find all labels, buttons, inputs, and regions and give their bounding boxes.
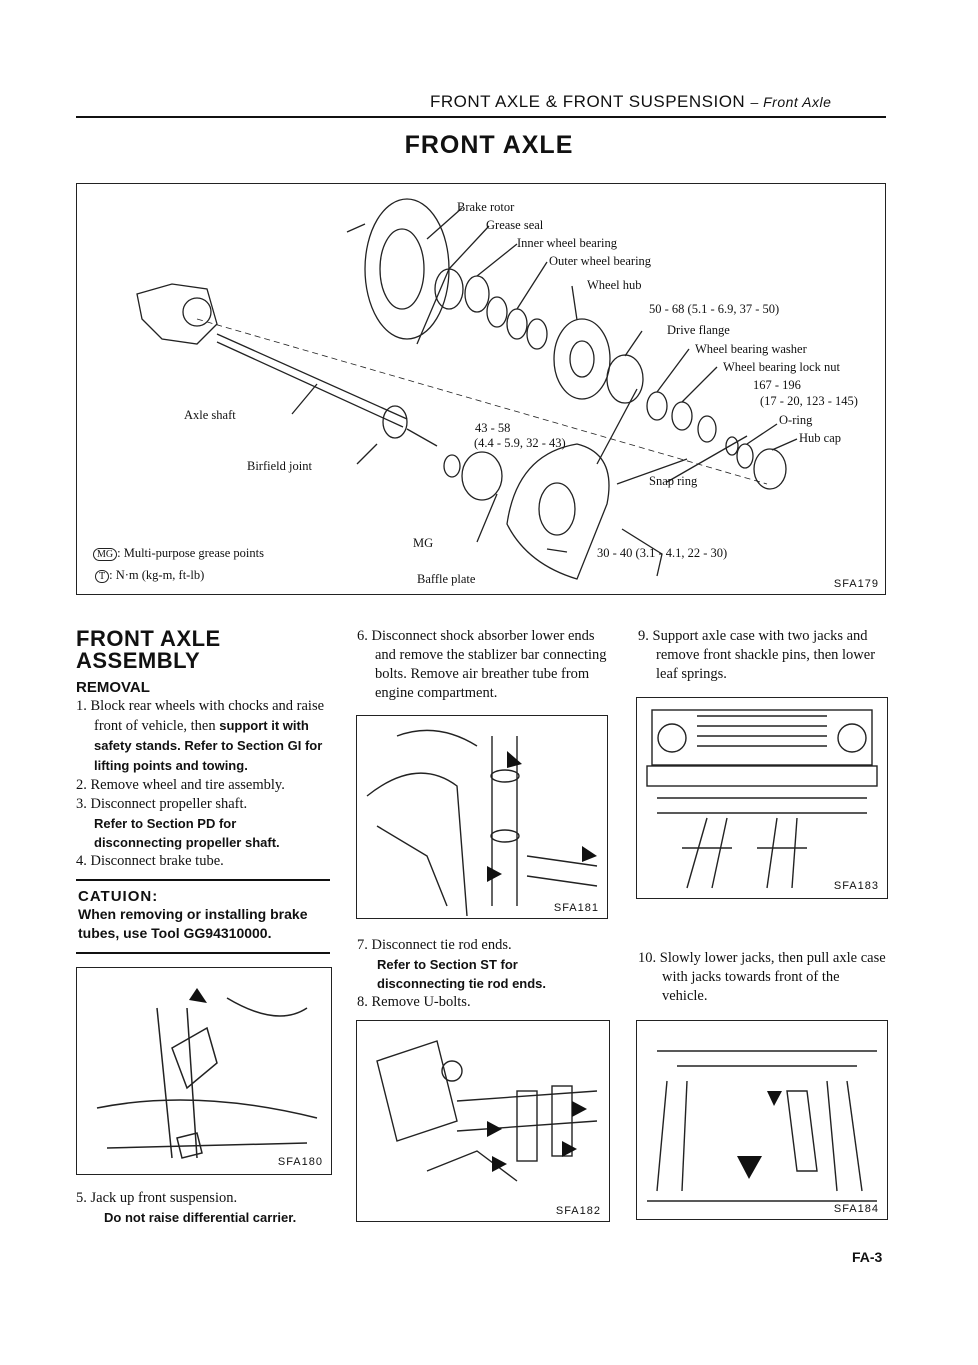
label-torque-baffle-b: (4.4 - 5.9, 32 - 43) — [474, 436, 566, 450]
main-figure: Brake rotor Grease seal Inner wheel bear… — [76, 183, 886, 595]
step-9: 9. Support axle case with two jacks and … — [638, 628, 876, 682]
step-9-block: 9. Support axle case with two jacks and … — [638, 627, 886, 684]
figure-code: SFA179 — [833, 578, 879, 590]
figure-sfa184: SFA184 — [636, 1020, 888, 1220]
label-baffle-plate: Baffle plate — [417, 572, 476, 586]
label-o-ring: O-ring — [779, 413, 813, 427]
caution-top-rule — [76, 879, 330, 881]
legend-mg-text: : Multi-purpose grease points — [117, 546, 264, 560]
figure-code: SFA182 — [555, 1205, 601, 1217]
step-1: 1. Block rear wheels with chocks and rai… — [76, 697, 328, 776]
torque-symbol: T — [95, 570, 110, 583]
figure-sfa181: SFA181 — [356, 715, 608, 919]
label-outer-wheel-bearing: Outer wheel bearing — [549, 254, 652, 268]
label-hub-cap: Hub cap — [799, 431, 841, 445]
figure-sfa180: SFA180 — [76, 967, 332, 1175]
label-snap-ring: Snap ring — [649, 474, 698, 488]
label-torque-hub-bolts: 50 - 68 (5.1 - 6.9, 37 - 50) — [649, 302, 780, 316]
caution-text: When removing or installing brake tubes,… — [78, 906, 308, 941]
step-6: 6. Disconnect shock absorber lower ends … — [357, 628, 607, 701]
step-1-note: support it with safety stands. Refer to … — [94, 718, 323, 773]
step-5: 5. Jack up front suspension. — [76, 1190, 238, 1206]
section-heading-line1: FRONT AXLE — [76, 626, 221, 651]
page-title: FRONT AXLE — [404, 131, 574, 159]
label-torque-baffle-bolt: 30 - 40 (3.1 - 4.1, 22 - 30) — [597, 546, 728, 560]
label-brake-rotor: Brake rotor — [457, 200, 515, 214]
step-3-note: Refer to Section PD for disconnecting pr… — [94, 816, 280, 850]
caution-bottom-rule — [76, 952, 330, 954]
header-rule — [76, 116, 886, 118]
label-inner-wheel-bearing: Inner wheel bearing — [517, 236, 617, 250]
label-torque-lock-nut-conv: (17 - 20, 123 - 145) — [760, 394, 858, 408]
label-wheel-hub: Wheel hub — [587, 278, 642, 292]
figure-code: SFA183 — [833, 880, 879, 892]
label-birfield-joint: Birfield joint — [247, 459, 312, 473]
step-3: 3. Disconnect propeller shaft. — [76, 796, 248, 812]
step-7-note: Refer to Section ST for disconnecting ti… — [377, 957, 547, 991]
step-6-block: 6. Disconnect shock absorber lower ends … — [357, 627, 607, 703]
label-axle-shaft: Axle shaft — [184, 408, 236, 422]
figure-code: SFA180 — [277, 1156, 323, 1168]
label-mg-mark: MG — [413, 536, 434, 550]
step-5-note: Do not raise differential carrier. — [104, 1210, 297, 1225]
label-wheel-bearing-lock-nut: Wheel bearing lock nut — [723, 360, 840, 374]
step-4: 4. Disconnect brake tube. — [76, 853, 224, 869]
steps-7-8-block: 7. Disconnect tie rod ends. Refer to Sec… — [357, 936, 607, 1012]
legend-mg: MG: Multi-purpose grease points — [93, 546, 264, 561]
step-10: 10. Slowly lower jacks, then pull axle c… — [638, 950, 886, 1004]
running-header-section: FRONT AXLE & FRONT SUSPENSION — [430, 92, 746, 111]
step-10-block: 10. Slowly lower jacks, then pull axle c… — [638, 949, 886, 1006]
illustration-jack-up — [96, 988, 318, 1159]
illustration-shock-absorber — [366, 729, 598, 917]
label-grease-seal: Grease seal — [486, 218, 544, 232]
page-number: FA-3 — [852, 1249, 883, 1265]
illustration-lower-jacks — [647, 1050, 877, 1202]
section-heading-line2: ASSEMBLY — [76, 648, 201, 673]
mg-symbol: MG — [93, 548, 118, 561]
illustration-u-bolts — [376, 1040, 598, 1182]
figure-sfa182: SFA182 — [356, 1020, 610, 1222]
running-header-subsection: – Front Axle — [750, 94, 832, 110]
legend-torque-text: : N·m (kg-m, ft-lb) — [109, 568, 205, 582]
figure-code: SFA184 — [833, 1203, 879, 1215]
subheading-removal: REMOVAL — [76, 679, 150, 696]
illustration-axle-jacks — [646, 709, 878, 889]
figure-code: SFA181 — [553, 902, 599, 914]
exploded-view-drawing — [136, 198, 798, 580]
label-drive-flange: Drive flange — [667, 323, 730, 337]
step-2: 2. Remove wheel and tire assembly. — [76, 777, 285, 793]
caution-block: CATUION: When removing or installing bra… — [78, 888, 330, 943]
running-header: FRONT AXLE & FRONT SUSPENSION – Front Ax… — [430, 92, 831, 112]
label-wheel-bearing-washer: Wheel bearing washer — [695, 342, 807, 356]
step-8: 8. Remove U-bolts. — [357, 994, 471, 1010]
legend-torque: T: N·m (kg-m, ft-lb) — [95, 568, 204, 583]
figure-sfa183: SFA183 — [636, 697, 888, 899]
label-torque-baffle-a: 43 - 58 — [475, 421, 511, 435]
caution-title: CATUION: — [78, 888, 159, 905]
left-column: FRONT AXLE ASSEMBLY REMOVAL 1. Block rea… — [76, 628, 328, 871]
step-1-text: 1. Block rear wheels with chocks and rai… — [76, 698, 325, 734]
label-torque-lock-nut: 167 - 196 — [753, 378, 801, 392]
step-5-block: 5. Jack up front suspension. Do not rais… — [76, 1189, 330, 1227]
step-7: 7. Disconnect tie rod ends. — [357, 937, 512, 953]
